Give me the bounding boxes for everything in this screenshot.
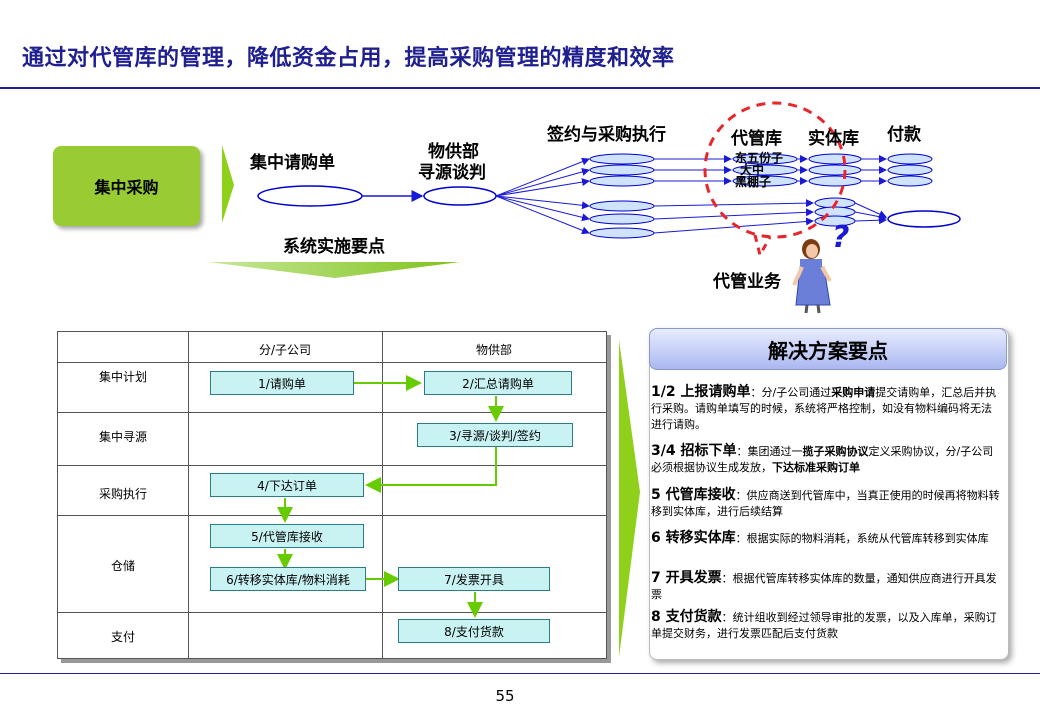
row-label-sourcing: 集中寻源 — [98, 430, 147, 444]
person-figure-icon — [792, 239, 832, 314]
row-label-storage: 仓储 — [110, 559, 135, 573]
column-header-supply-dept: 物供部 — [475, 343, 512, 357]
step-6-transfer: 6/转移实体库/物料消耗 — [210, 567, 366, 591]
central-procurement-box: 集中采购 — [53, 146, 200, 226]
supplier-label: 东五份子 — [735, 151, 784, 165]
supplier-label: 大中 — [740, 163, 765, 177]
step-4-order: 4/下达订单 — [210, 473, 364, 497]
procurement-flow-diagram — [208, 101, 961, 314]
consignment-label: 代管库 — [731, 129, 782, 149]
chevron-arrow-icon — [619, 340, 640, 657]
solution-item: 7 开具发票：根据代管库转移实体库的数量，通知供应商进行开具发票 — [651, 570, 997, 601]
dept-label: 物供部 — [428, 142, 479, 162]
column-header-subsidiary: 分/子公司 — [258, 343, 312, 357]
payment-node — [887, 210, 961, 228]
row-label-execution: 采购执行 — [98, 487, 147, 501]
system-points-label: 系统实施要点 — [283, 237, 385, 257]
solution-heading: 解决方案要点 — [649, 328, 1007, 370]
step-5-receive: 5/代管库接收 — [210, 524, 364, 548]
solution-item: 5 代管库接收：供应商送到代管库中，当真正使用的时候再将物料转移到实体库，进行后… — [651, 487, 1000, 518]
consignment-highlight-circle — [703, 101, 847, 239]
step-1-request: 1/请购单 — [210, 371, 354, 395]
row-label-payment: 支付 — [110, 630, 135, 644]
supplier-label: 黑棚子 — [735, 175, 772, 189]
request-label: 集中请购单 — [250, 153, 335, 173]
step-7-invoice: 7/发票开具 — [398, 567, 550, 591]
step-3-sourcing: 3/寻源/谈判/签约 — [417, 423, 573, 447]
footer-divider — [0, 673, 1040, 674]
row-label-plan: 集中计划 — [98, 370, 147, 384]
consignment-business-label: 代管业务 — [713, 272, 781, 292]
page-title: 通过对代管库的管理，降低资金占用，提高采购管理的精度和效率 — [22, 46, 675, 71]
solution-item: 6 转移实体库：根据实际的物料消耗，系统从代管库转移到实体库 — [651, 530, 989, 546]
step-2-summary-request: 2/汇总请购单 — [424, 371, 572, 395]
payment-label: 付款 — [887, 125, 921, 145]
question-mark-icon: ? — [832, 220, 850, 255]
solution-item: 8 支付货款：统计组收到经过领导审批的发票，以及入库单，采购订单提交财务，进行发… — [651, 609, 997, 640]
physical-warehouse-label: 实体库 — [808, 129, 859, 149]
solution-panel — [649, 328, 1009, 660]
title-divider — [0, 87, 1040, 89]
system-points-arrow-icon — [208, 262, 460, 278]
step-8-payment: 8/支付货款 — [398, 619, 550, 643]
solution-item: 3/4 招标下单：集团通过一揽子采购协议定义采购协议，分/子公司必须根据协议生成… — [651, 443, 994, 474]
page-number: 55 — [495, 687, 515, 705]
sourcing-label: 寻源谈判 — [418, 163, 486, 183]
solution-item: 1/2 上报请购单：分/子公司通过采购申请提交请购单，汇总后并执行采购。请购单填… — [651, 384, 997, 431]
chevron-arrow-icon — [222, 145, 234, 223]
sign-execute-label: 签约与采购执行 — [547, 125, 666, 145]
